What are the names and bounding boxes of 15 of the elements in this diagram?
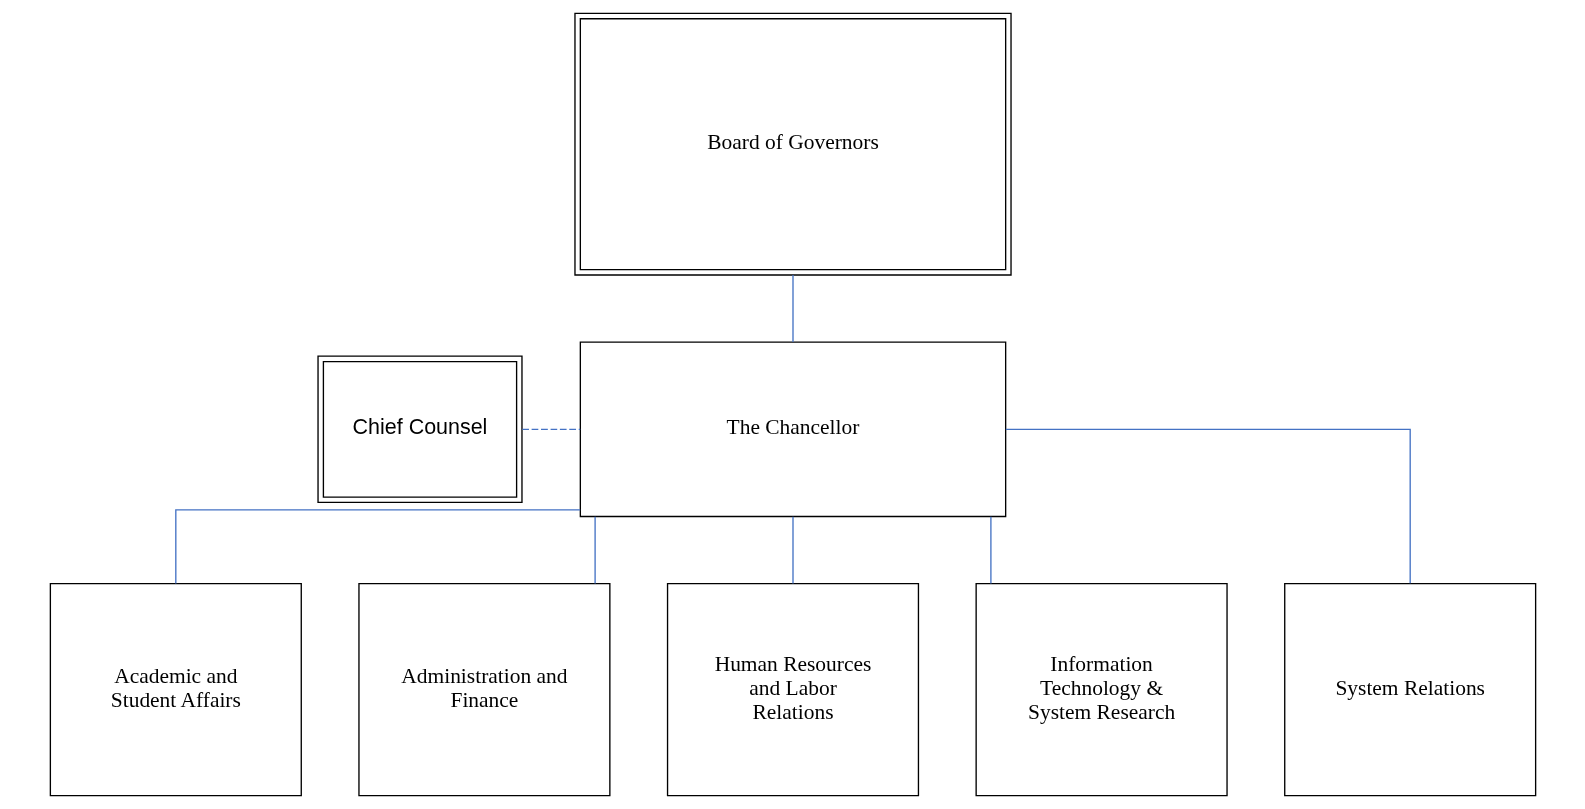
connector xyxy=(989,516,992,585)
node-box: Information Technology & System Research xyxy=(974,582,1228,797)
node-box: Human Resources and Labor Relations xyxy=(666,582,919,797)
node-box: Administration and Finance xyxy=(357,582,611,797)
node-box: Board of Governors xyxy=(573,12,1012,276)
connector xyxy=(521,428,581,430)
node-box: Chief Counsel xyxy=(316,355,523,504)
connector xyxy=(791,516,794,585)
node-box: System Relations xyxy=(1283,582,1536,797)
connector xyxy=(791,274,794,343)
node-box: The Chancellor xyxy=(579,341,1006,518)
connector xyxy=(1004,428,1411,585)
connector xyxy=(593,516,596,585)
node-box: Academic and Student Affairs xyxy=(49,582,302,797)
connector xyxy=(174,509,581,585)
